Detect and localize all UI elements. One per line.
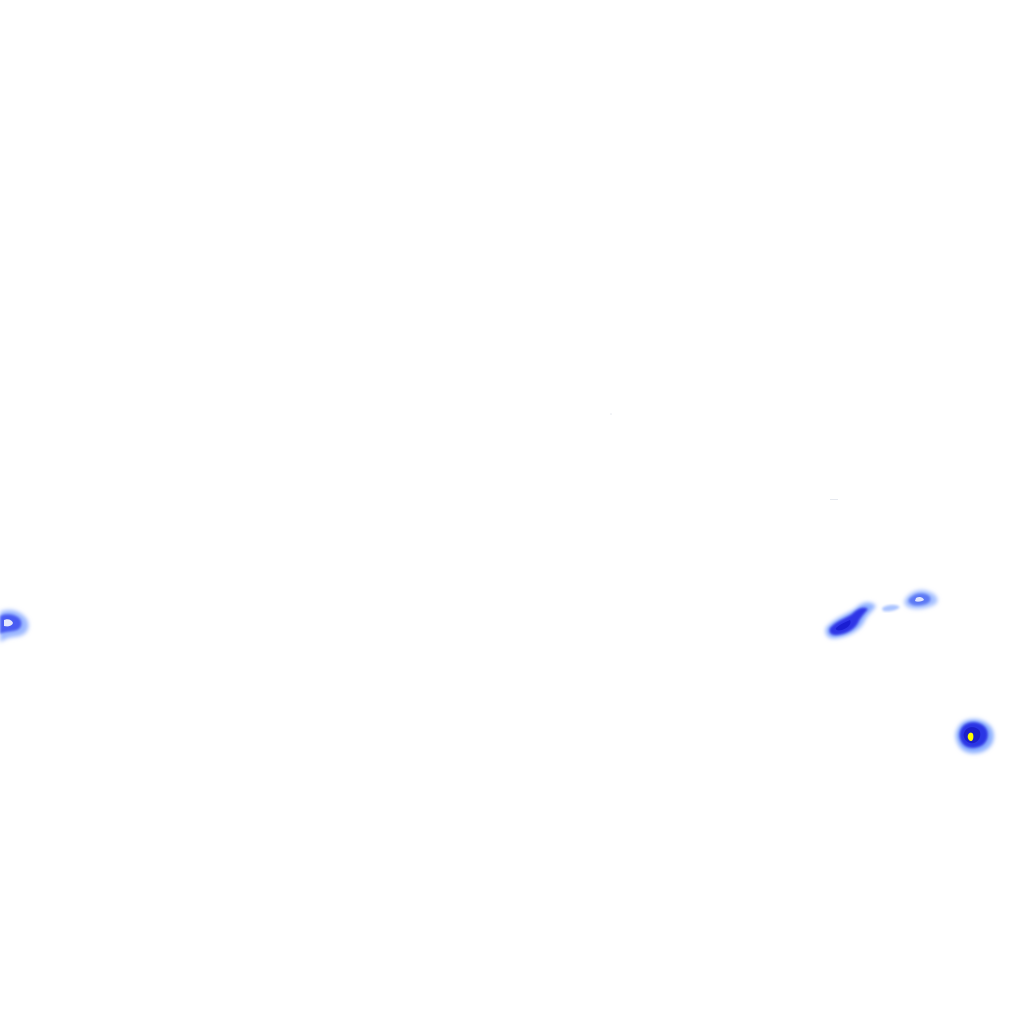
west-edge-cell (0, 609, 29, 642)
east-cell-cluster-main (825, 602, 876, 639)
storm-core-peak (967, 732, 974, 741)
noise-speck (830, 499, 838, 500)
noise-speck (610, 413, 612, 415)
east-cell-cluster-fragment (882, 604, 900, 612)
southeast-storm-cell (955, 719, 994, 754)
east-cell-cluster-northeast (904, 590, 938, 609)
